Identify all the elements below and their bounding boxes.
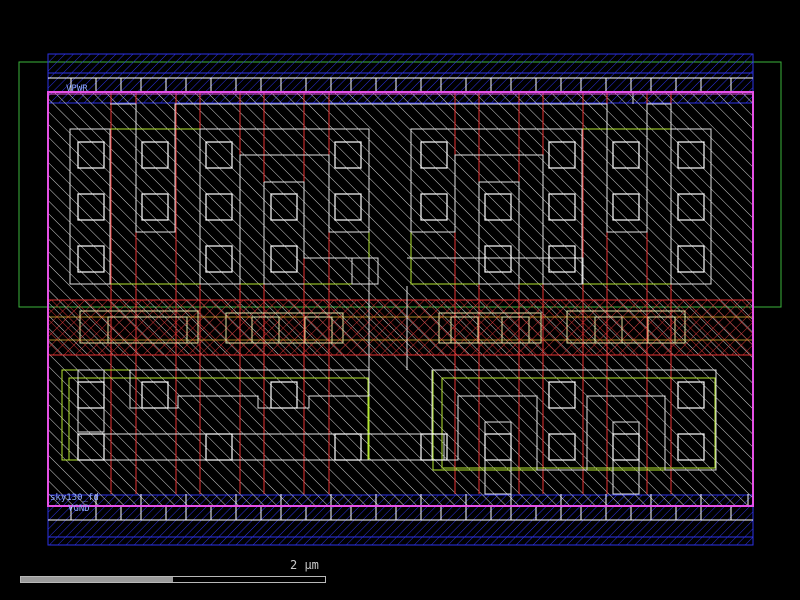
top-rail-contacts (48, 77, 753, 92)
cell-name-label: sky130_fd (50, 493, 99, 503)
vgnd-label: VGND (68, 504, 90, 514)
li-fill-region (48, 92, 753, 506)
scale-bar-fill (21, 577, 173, 582)
scale-bar-label: 2 µm (290, 558, 319, 572)
poly-channel (48, 299, 753, 356)
contacts (77, 141, 705, 461)
bottom-rail-contacts (48, 494, 753, 521)
scale-bar (20, 576, 326, 583)
poly-contact-pads (79, 310, 686, 344)
cell-boundary (47, 91, 754, 507)
vpwr-label: VPWR (66, 84, 88, 94)
